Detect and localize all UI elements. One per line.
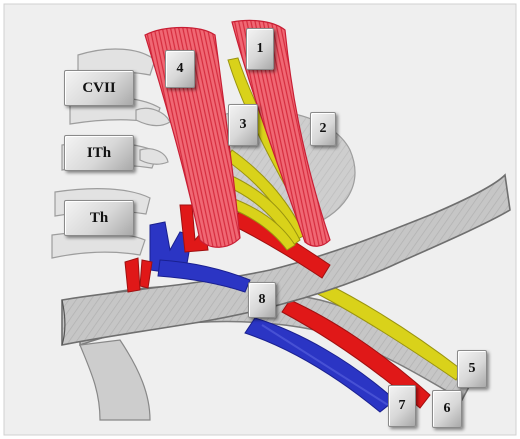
label-2: 2 xyxy=(310,112,336,146)
label-8: 8 xyxy=(248,282,276,318)
label-6: 6 xyxy=(432,390,462,428)
label-1: 1 xyxy=(246,28,274,70)
label-c7: CVII xyxy=(64,70,134,106)
label-3: 3 xyxy=(228,104,258,146)
label-th: Th xyxy=(64,200,134,236)
label-th1: ITh xyxy=(64,135,134,171)
label-5: 5 xyxy=(457,350,487,388)
label-4: 4 xyxy=(165,50,195,88)
label-7: 7 xyxy=(388,385,416,427)
